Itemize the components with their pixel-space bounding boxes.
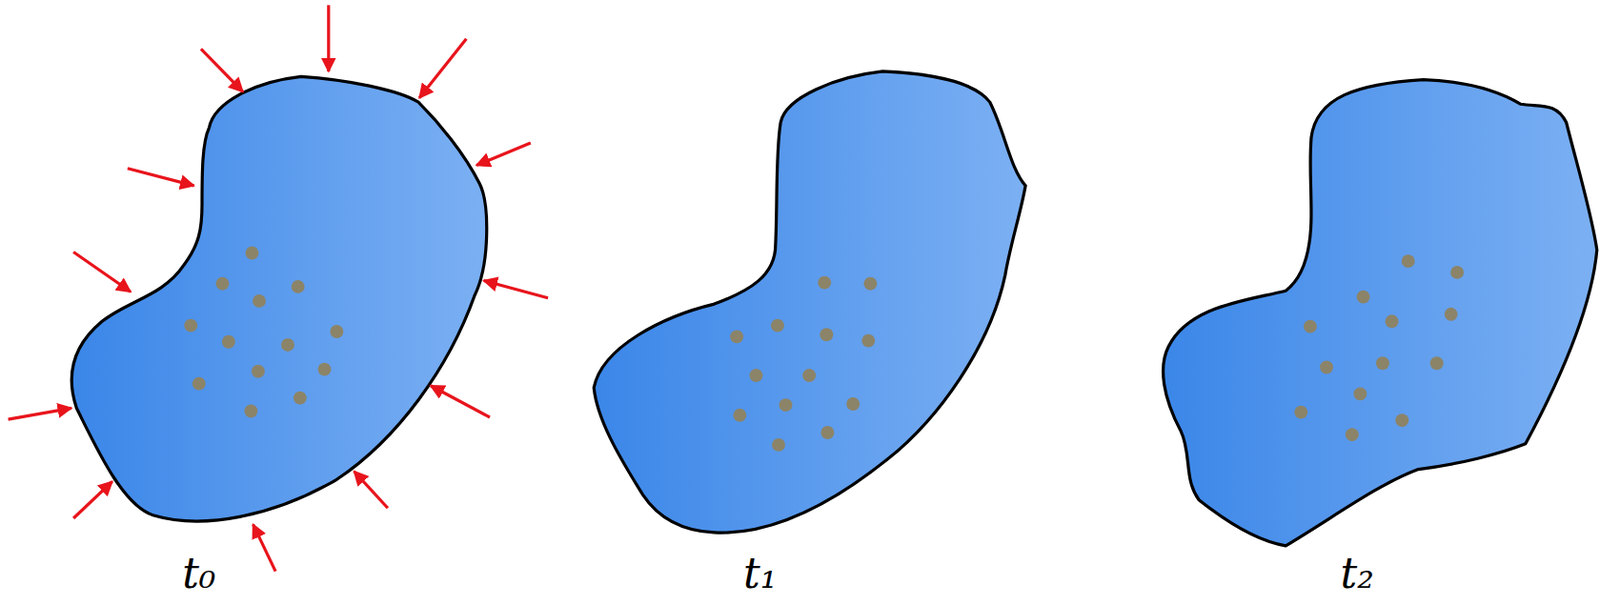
particle-dot bbox=[820, 425, 834, 440]
particle-dot bbox=[732, 408, 747, 423]
time-label: t₂ bbox=[1339, 552, 1374, 595]
particle-dot bbox=[222, 335, 236, 349]
particle-dot bbox=[771, 438, 786, 452]
particle-dot bbox=[192, 377, 206, 391]
particle-dot bbox=[729, 329, 744, 344]
particle-dot bbox=[251, 364, 265, 379]
particle-dot bbox=[802, 368, 816, 383]
blob-t1 bbox=[593, 71, 1026, 533]
particle-dot bbox=[252, 294, 266, 308]
particle-dot bbox=[318, 363, 332, 377]
blob-t2 bbox=[1163, 80, 1598, 547]
particle-dot bbox=[770, 319, 785, 333]
time-label: t₁ bbox=[743, 552, 777, 595]
blob-t0 bbox=[71, 76, 487, 522]
particle-dot bbox=[1395, 413, 1409, 427]
particle-dot bbox=[749, 368, 763, 383]
particle-dot bbox=[1345, 427, 1359, 442]
particle-dot bbox=[819, 327, 833, 342]
particle-dot bbox=[293, 391, 307, 406]
time-label: t₀ bbox=[182, 552, 216, 595]
particle-dot bbox=[861, 334, 875, 348]
particle-dot bbox=[1430, 356, 1444, 370]
particle-dot bbox=[215, 277, 229, 291]
particle-dot bbox=[1353, 386, 1367, 401]
particle-dot bbox=[291, 280, 305, 294]
particle-dot bbox=[863, 277, 877, 291]
pressure-arrows bbox=[8, 4, 548, 571]
particle-dot bbox=[1401, 254, 1416, 268]
particle-dot bbox=[817, 276, 831, 290]
particle-dot bbox=[183, 319, 198, 333]
particle-dot bbox=[1319, 361, 1334, 375]
particle-dots bbox=[183, 246, 1464, 452]
particle-dot bbox=[1385, 314, 1399, 328]
particle-dot bbox=[846, 397, 860, 411]
particle-dot bbox=[329, 324, 344, 339]
particle-dot bbox=[1303, 320, 1317, 334]
particle-dot bbox=[1356, 290, 1371, 304]
particle-dot bbox=[1376, 356, 1390, 370]
particle-dot bbox=[1450, 265, 1464, 280]
particle-dot bbox=[1294, 405, 1308, 420]
particle-dot bbox=[281, 338, 295, 352]
particle-dot bbox=[245, 246, 260, 261]
particle-dot bbox=[1444, 307, 1459, 322]
particle-dot bbox=[243, 405, 258, 419]
particle-dot bbox=[779, 398, 793, 412]
